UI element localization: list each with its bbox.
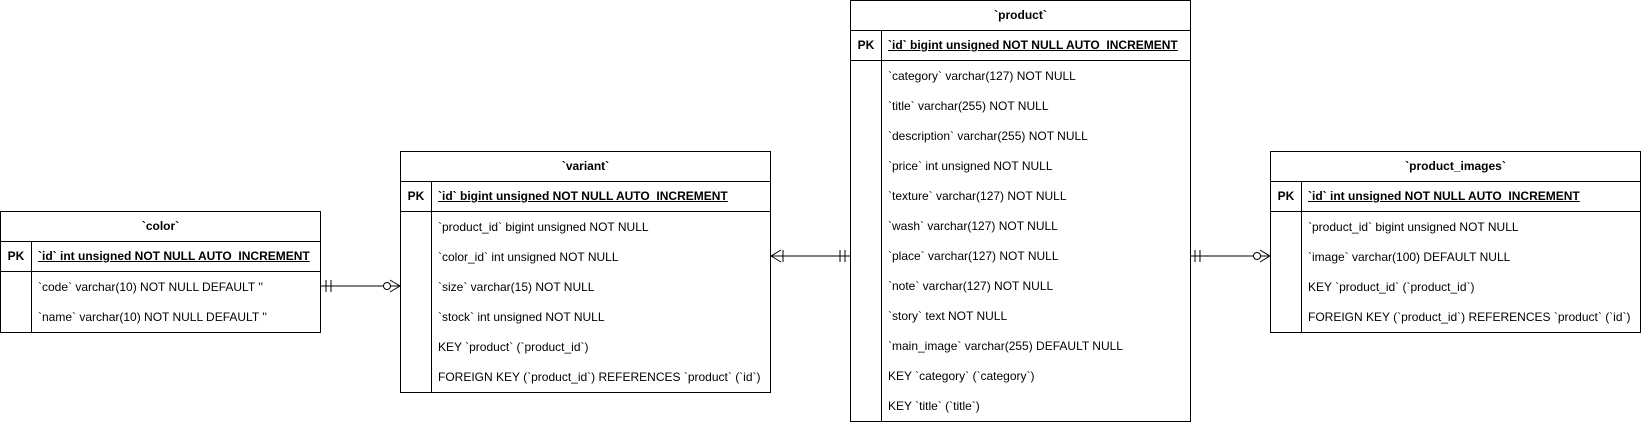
field-row: `description` varchar(255) NOT NULL xyxy=(888,129,1088,143)
field-row: `stock` int unsigned NOT NULL xyxy=(438,310,605,324)
field-row: `code` varchar(10) NOT NULL DEFAULT '' xyxy=(38,280,263,294)
field-row: `size` varchar(15) NOT NULL xyxy=(438,280,595,294)
relationship-variant-product xyxy=(770,249,850,263)
field-row: `title` varchar(255) NOT NULL xyxy=(888,99,1049,113)
field-row: `price` int unsigned NOT NULL xyxy=(888,159,1053,173)
key-gutter xyxy=(1271,212,1302,332)
pk-field: `id` bigint unsigned NOT NULL AUTO_INCRE… xyxy=(438,189,728,203)
table-title: `product` xyxy=(851,1,1190,31)
pk-field: `id` int unsigned NOT NULL AUTO_INCREMEN… xyxy=(38,249,310,263)
field-row: `color_id` int unsigned NOT NULL xyxy=(438,250,619,264)
pk-label: PK xyxy=(1,242,32,271)
table-title: `color` xyxy=(1,212,320,242)
pk-field: `id` bigint unsigned NOT NULL AUTO_INCRE… xyxy=(888,38,1178,52)
field-row: `texture` varchar(127) NOT NULL xyxy=(888,189,1067,203)
relationship-product-product-images xyxy=(1190,249,1271,263)
field-row: KEY `product_id` (`product_id`) xyxy=(1308,280,1475,294)
field-row: `image` varchar(100) DEFAULT NULL xyxy=(1308,250,1511,264)
field-row: `product_id` bigint unsigned NOT NULL xyxy=(438,220,649,234)
field-row: `note` varchar(127) NOT NULL xyxy=(888,279,1054,293)
pk-label: PK xyxy=(401,182,432,211)
primary-key-row: PK `id` int unsigned NOT NULL AUTO_INCRE… xyxy=(1,242,320,272)
key-gutter xyxy=(1,272,32,332)
table-variant[interactable]: `variant` PK `id` bigint unsigned NOT NU… xyxy=(400,151,771,393)
primary-key-row: PK `id` bigint unsigned NOT NULL AUTO_IN… xyxy=(851,31,1190,61)
pk-label: PK xyxy=(851,31,882,60)
field-row: KEY `category` (`category`) xyxy=(888,369,1035,383)
table-color[interactable]: `color` PK `id` int unsigned NOT NULL AU… xyxy=(0,211,321,333)
field-row: `place` varchar(127) NOT NULL xyxy=(888,249,1059,263)
field-row: `category` varchar(127) NOT NULL xyxy=(888,69,1076,83)
table-product[interactable]: `product` PK `id` bigint unsigned NOT NU… xyxy=(850,0,1191,422)
field-row: `name` varchar(10) NOT NULL DEFAULT '' xyxy=(38,310,267,324)
relationship-color-variant xyxy=(320,279,401,293)
field-row: KEY `product` (`product_id`) xyxy=(438,340,589,354)
key-gutter xyxy=(401,212,432,392)
field-row: `product_id` bigint unsigned NOT NULL xyxy=(1308,220,1519,234)
field-row: `story` text NOT NULL xyxy=(888,309,1008,323)
key-gutter xyxy=(851,61,882,421)
field-row: FOREIGN KEY (`product_id`) REFERENCES `p… xyxy=(438,370,761,384)
table-product-images[interactable]: `product_images` PK `id` int unsigned NO… xyxy=(1270,151,1641,333)
primary-key-row: PK `id` bigint unsigned NOT NULL AUTO_IN… xyxy=(401,182,770,212)
pk-field: `id` int unsigned NOT NULL AUTO_INCREMEN… xyxy=(1308,189,1580,203)
table-title: `variant` xyxy=(401,152,770,182)
field-row: `wash` varchar(127) NOT NULL xyxy=(888,219,1058,233)
field-row: KEY `title` (`title`) xyxy=(888,399,980,413)
field-row: FOREIGN KEY (`product_id`) REFERENCES `p… xyxy=(1308,310,1631,324)
primary-key-row: PK `id` int unsigned NOT NULL AUTO_INCRE… xyxy=(1271,182,1640,212)
field-row: `main_image` varchar(255) DEFAULT NULL xyxy=(888,339,1123,353)
pk-label: PK xyxy=(1271,182,1302,211)
table-title: `product_images` xyxy=(1271,152,1640,182)
